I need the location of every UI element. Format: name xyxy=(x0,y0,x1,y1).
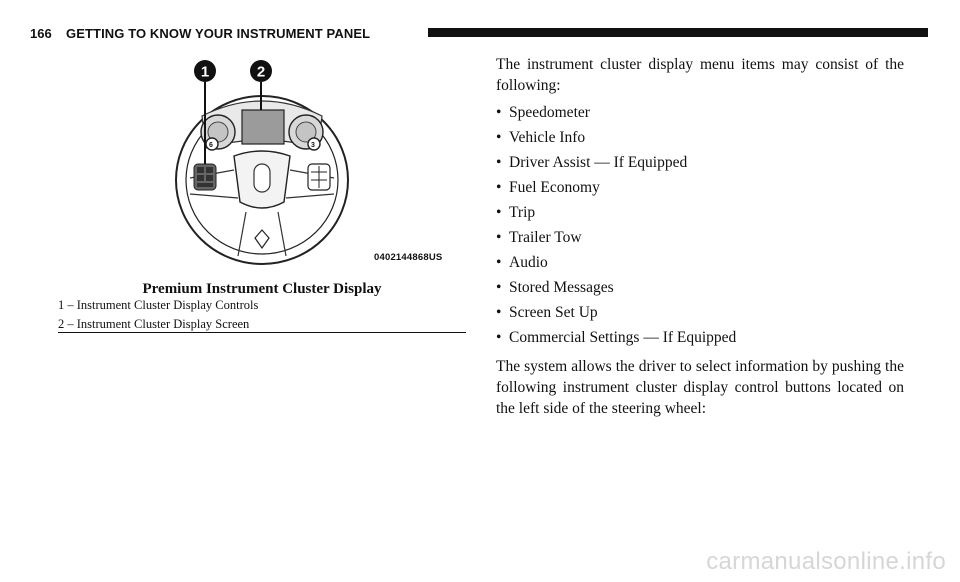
list-item: •Audio xyxy=(496,254,548,271)
watermark[interactable]: carmanualsonline.info xyxy=(706,548,946,575)
header-rule xyxy=(428,28,928,37)
figure-id: 0402144868US xyxy=(374,252,443,263)
callout-1-label: 1 xyxy=(201,64,209,81)
list-item: •Screen Set Up xyxy=(496,304,598,321)
page-header: 166 GETTING TO KNOW YOUR INSTRUMENT PANE… xyxy=(24,24,928,42)
cluster-display-screen xyxy=(241,109,285,145)
steering-wheel-illustration: 6 3 1 2 xyxy=(175,60,349,265)
list-item: •Vehicle Info xyxy=(496,129,586,146)
callout-2-label: 2 xyxy=(257,64,265,81)
intro-paragraph: The instrument cluster display menu item… xyxy=(496,56,904,94)
brand-logo xyxy=(254,229,270,250)
bottom-spoke xyxy=(237,211,287,257)
callout-1-marker xyxy=(194,60,216,82)
page-number: 166 xyxy=(30,26,52,41)
body-column: The instrument cluster display menu item… xyxy=(496,54,904,419)
menu-items-list: •Speedometer •Vehicle Info •Driver Assis… xyxy=(496,100,904,350)
svg-text:6: 6 xyxy=(209,142,213,149)
closing-paragraph: The system allows the driver to select i… xyxy=(496,358,904,417)
figure-legend-item: 1 – Instrument Cluster Display Controls xyxy=(58,298,259,312)
callout-2-marker xyxy=(250,60,272,82)
figure-legend-item: 2 – Instrument Cluster Display Screen xyxy=(58,317,250,331)
list-item: •Driver Assist — If Equipped xyxy=(496,154,688,171)
list-item: •Commercial Settings — If Equipped xyxy=(496,329,737,346)
list-item: •Trip xyxy=(496,204,536,221)
caption-rule xyxy=(58,332,466,333)
list-item: •Trailer Tow xyxy=(496,229,582,246)
svg-text:3: 3 xyxy=(311,142,315,149)
list-item: •Fuel Economy xyxy=(496,179,600,196)
steering-wheel-figure: 6 3 1 2 0402144868US xyxy=(168,52,452,274)
section-title: GETTING TO KNOW YOUR INSTRUMENT PANEL xyxy=(66,26,371,41)
figure-caption-title: Premium Instrument Cluster Display xyxy=(142,281,382,297)
list-item: •Stored Messages xyxy=(496,279,614,296)
list-item: •Speedometer xyxy=(496,104,590,121)
